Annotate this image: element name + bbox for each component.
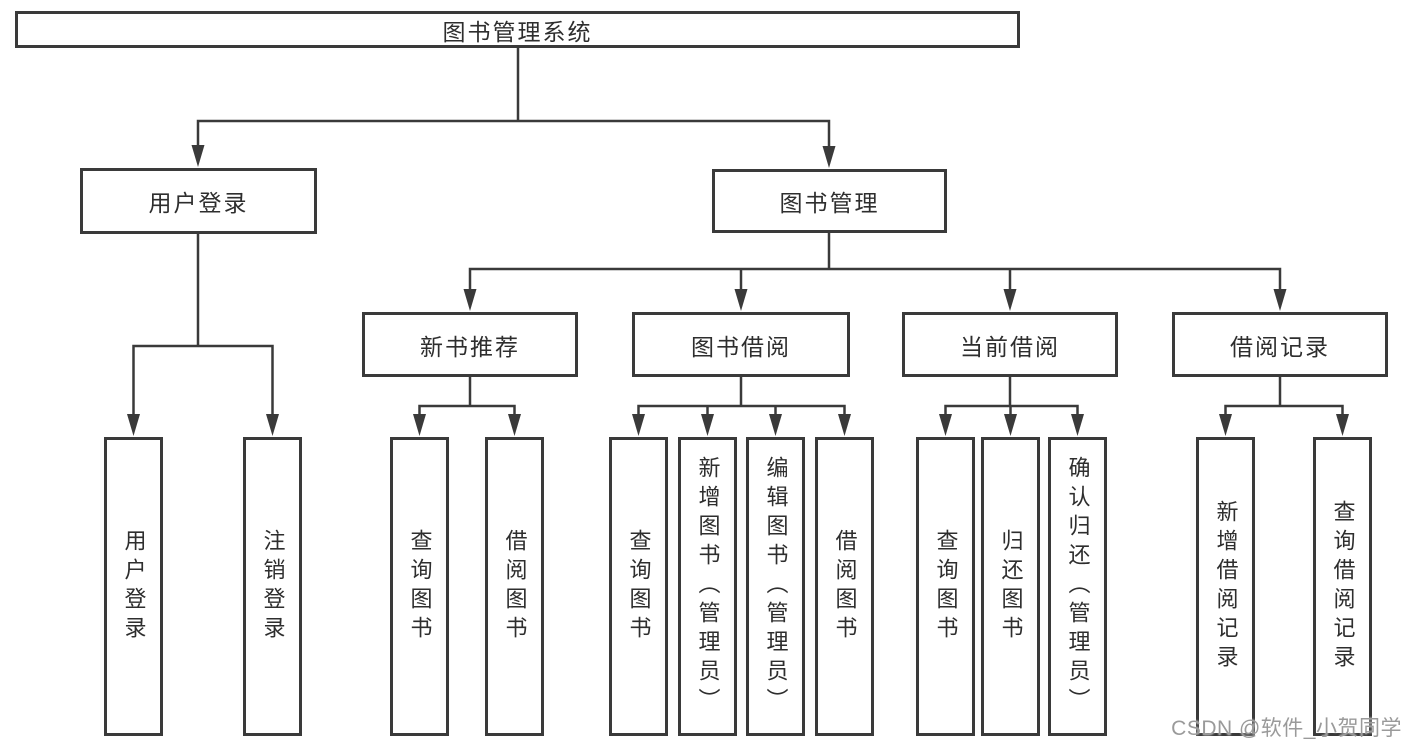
leaf-add-borrow-record: 新增借阅记录 [1196, 437, 1255, 736]
leaf-borrow-books-borrowing: 借阅图书 [815, 437, 874, 736]
node-library-management-system: 图书管理系统 [15, 11, 1020, 48]
node-new-book-recommendation: 新书推荐 [362, 312, 578, 377]
leaf-user-login: 用户登录 [104, 437, 163, 736]
node-user-login: 用户登录 [80, 168, 317, 234]
leaf-query-books-current: 查询图书 [916, 437, 975, 736]
leaf-query-books-borrowing: 查询图书 [609, 437, 668, 736]
leaf-edit-book-admin: 编辑图书（管理员） [746, 437, 805, 736]
leaf-return-book: 归还图书 [981, 437, 1040, 736]
leaf-add-book-admin: 新增图书（管理员） [678, 437, 737, 736]
leaf-confirm-return-admin: 确认归还（管理员） [1048, 437, 1107, 736]
node-borrowing-records: 借阅记录 [1172, 312, 1388, 377]
node-current-borrowing: 当前借阅 [902, 312, 1118, 377]
leaf-logout: 注销登录 [243, 437, 302, 736]
leaf-query-borrow-record: 查询借阅记录 [1313, 437, 1372, 736]
node-book-management: 图书管理 [712, 169, 947, 233]
watermark-text: CSDN @软件_小贺同学 [1171, 717, 1402, 740]
node-book-borrowing: 图书借阅 [632, 312, 850, 377]
leaf-query-books-recommend: 查询图书 [390, 437, 449, 736]
leaf-borrow-books-recommend: 借阅图书 [485, 437, 544, 736]
